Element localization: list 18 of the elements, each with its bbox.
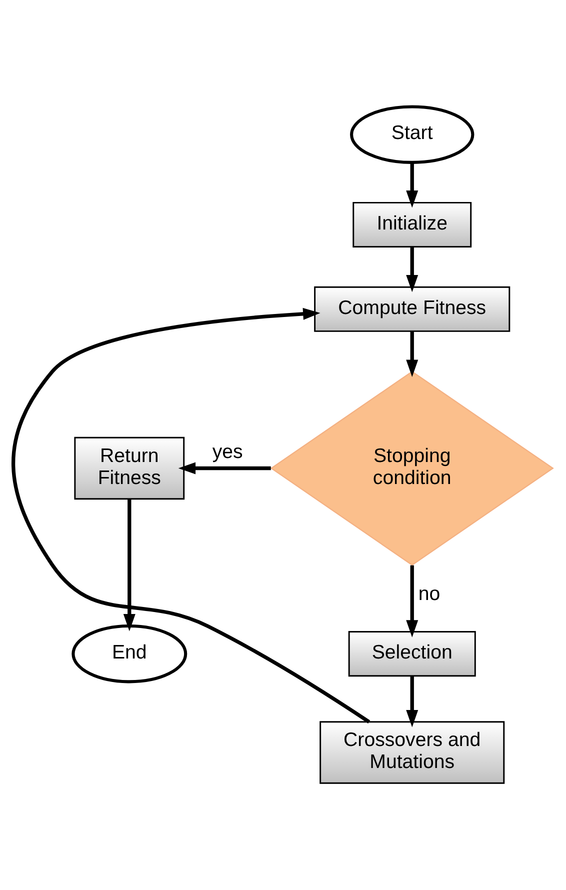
node-box: Crossovers and Mutations [320, 721, 505, 784]
node-box: Return Fitness [74, 436, 185, 500]
arrow [406, 565, 418, 638]
arrow [406, 247, 418, 292]
arrow [178, 462, 271, 474]
arrow [406, 162, 418, 208]
node-box: Selection [348, 631, 476, 677]
node-ellipse: End [72, 624, 188, 684]
node-diamond: Stopping condition [270, 370, 554, 566]
edge-label: yes [212, 441, 243, 464]
edge-label: no [418, 583, 440, 606]
arrow [406, 332, 418, 377]
node-ellipse: Start [350, 105, 474, 164]
node-box: Initialize [352, 202, 472, 248]
arrow [12, 308, 370, 724]
arrow [123, 498, 136, 632]
node-box: Compute Fitness [314, 286, 510, 332]
arrow [406, 676, 418, 728]
